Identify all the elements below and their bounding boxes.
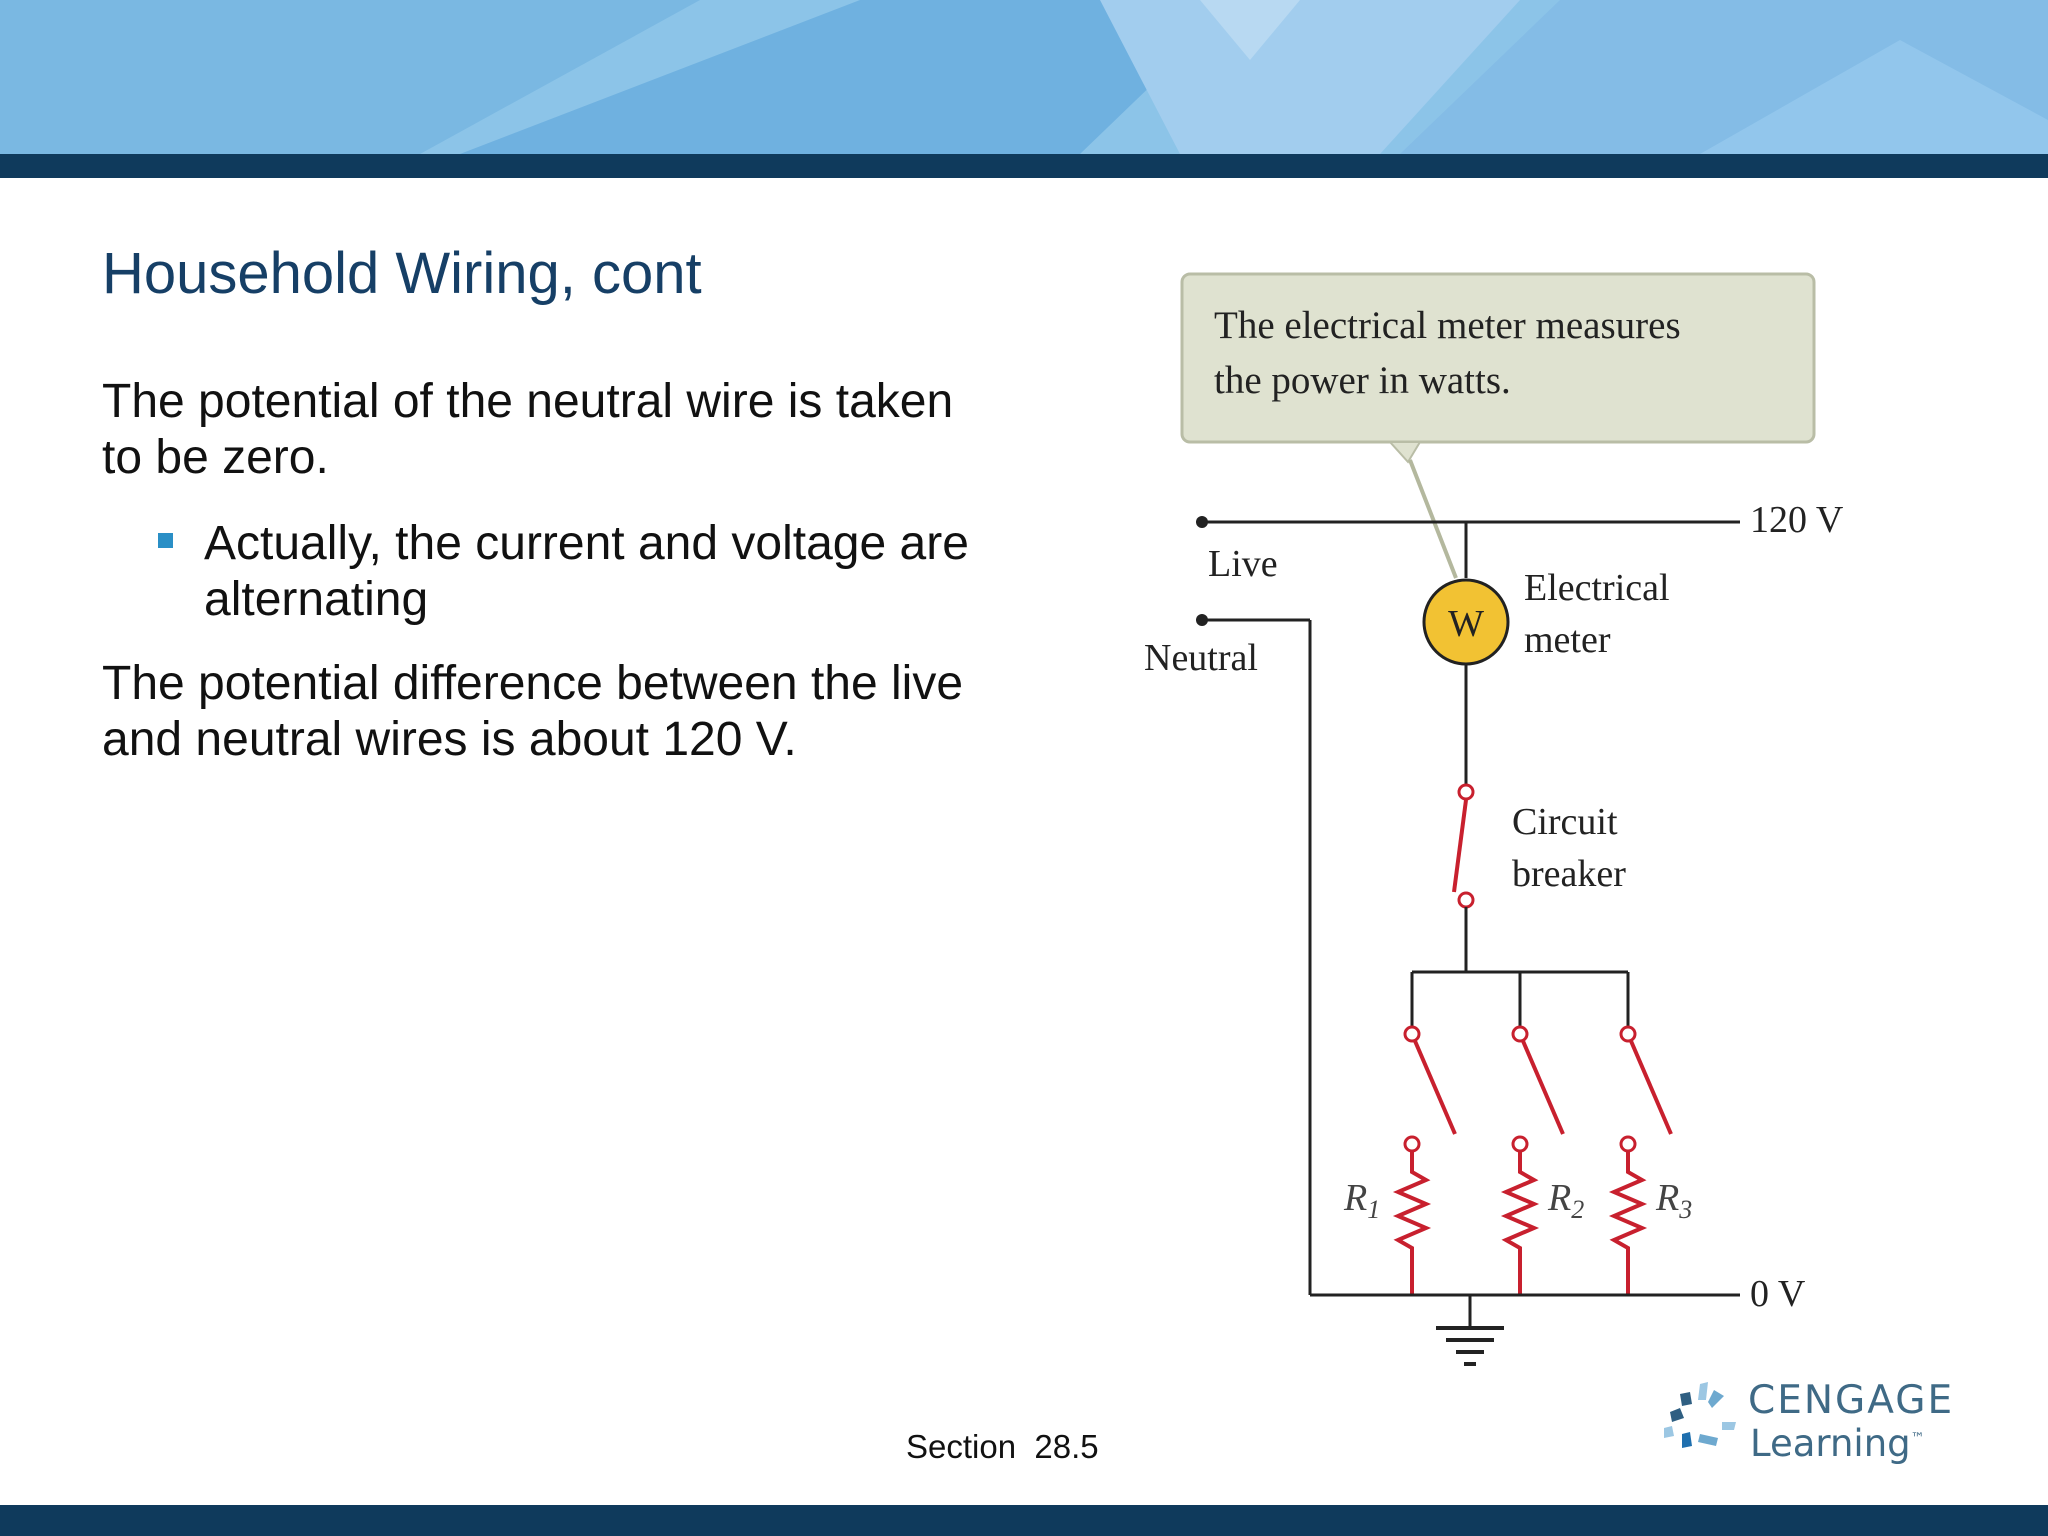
- resistor-1-contact: [1403, 1135, 1421, 1153]
- cengage-burst-icon: [1664, 1382, 1736, 1448]
- bottom-voltage-label: 0 V: [1750, 1273, 1806, 1315]
- logo-word-learning: Learning™: [1750, 1422, 1925, 1465]
- meter-symbol: W: [1448, 603, 1484, 645]
- breaker-label-2: breaker: [1512, 853, 1626, 895]
- paragraph-neutral-potential: The potential of the neutral wire is tak…: [102, 375, 954, 484]
- header-band: [0, 0, 2048, 154]
- household-wiring-diagram: The electrical meter measures the power …: [1144, 272, 1844, 1366]
- logo-word-cengage: CENGAGE: [1748, 1378, 1955, 1423]
- breaker-label-1: Circuit: [1512, 801, 1618, 843]
- resistor-3-label: R3: [1655, 1177, 1692, 1224]
- resistor-2: [1500, 1151, 1540, 1295]
- switch-1-contact: [1403, 1025, 1421, 1043]
- resistor-3: [1608, 1151, 1648, 1295]
- breaker-switch-arm: [1452, 799, 1468, 893]
- section-label: Section 28.5: [906, 1428, 1099, 1465]
- bullet-square-icon: [158, 533, 173, 548]
- callout-line-2: the power in watts.: [1214, 359, 1511, 402]
- slide-title: Household Wiring, cont: [102, 241, 702, 306]
- header-pattern: [0, 0, 2048, 154]
- resistor-2-contact: [1511, 1135, 1529, 1153]
- breaker-bottom-contact: [1457, 891, 1475, 909]
- resistor-1-label: R1: [1343, 1177, 1380, 1224]
- switch-2-arm: [1521, 1040, 1565, 1135]
- meter-label-1: Electrical: [1524, 567, 1670, 609]
- breaker-top-contact: [1457, 783, 1475, 801]
- switch-1-arm: [1413, 1040, 1457, 1135]
- live-label: Live: [1208, 543, 1278, 585]
- meter-label-2: meter: [1524, 619, 1611, 661]
- logo-word-learning-text: Learning: [1750, 1422, 1911, 1465]
- callout-leader-line: [1408, 459, 1458, 579]
- cengage-logo: CENGAGE Learning™: [1660, 1378, 1960, 1472]
- resistor-1: [1392, 1151, 1432, 1295]
- switch-2-contact: [1511, 1025, 1529, 1043]
- callout-box: [1180, 272, 1816, 444]
- ground-symbol-icon: [1436, 1295, 1504, 1366]
- callout-pointer: [1387, 441, 1422, 464]
- resistor-3-contact: [1619, 1135, 1637, 1153]
- logo-trademark: ™: [1910, 1430, 1925, 1447]
- neutral-label: Neutral: [1144, 637, 1258, 679]
- switch-3-arm: [1629, 1040, 1673, 1135]
- footer-bar: [0, 1505, 2048, 1536]
- resistor-2-label: R2: [1547, 1177, 1584, 1224]
- callout-line-1: The electrical meter measures: [1214, 304, 1681, 347]
- bullet-alternating: Actually, the current and voltage are al…: [204, 517, 969, 626]
- header-bar: [0, 154, 2048, 178]
- paragraph-potential-difference: The potential difference between the liv…: [102, 657, 964, 766]
- top-voltage-label: 120 V: [1750, 499, 1844, 541]
- switch-3-contact: [1619, 1025, 1637, 1043]
